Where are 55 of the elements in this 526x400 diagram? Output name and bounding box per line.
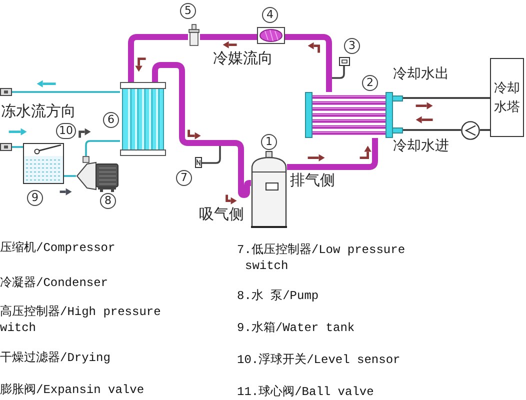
pipe bbox=[480, 129, 490, 131]
pipe bbox=[403, 97, 490, 99]
float-switch bbox=[34, 144, 62, 155]
pipe bbox=[64, 175, 76, 177]
pipe bbox=[128, 34, 188, 82]
pipe bbox=[152, 62, 252, 198]
pipe bbox=[200, 34, 257, 40]
water-tank bbox=[23, 143, 64, 184]
callout-number: 3 bbox=[344, 38, 360, 54]
expansion-valve bbox=[188, 24, 200, 46]
pipe bbox=[12, 146, 23, 148]
part-name: 冷凝器/Condenser bbox=[0, 275, 108, 291]
pressure-switch bbox=[195, 157, 202, 168]
pipe bbox=[285, 34, 332, 92]
callout-number: 5 bbox=[180, 3, 196, 19]
pipe bbox=[287, 138, 378, 170]
callout-number: 9 bbox=[27, 190, 43, 206]
flow-label: 排气侧 bbox=[290, 172, 335, 190]
tower-label: 冷却水塔 bbox=[494, 80, 520, 116]
flow-label: 冷却水进 bbox=[393, 138, 449, 154]
part-name: 膨胀阀/Expansin valve bbox=[0, 382, 144, 398]
callout-number: 2 bbox=[362, 75, 378, 91]
pipe bbox=[332, 66, 345, 79]
flow-label: 冷媒流向 bbox=[213, 50, 273, 68]
valve bbox=[0, 143, 12, 151]
condenser bbox=[305, 92, 403, 138]
pressure-switch bbox=[339, 57, 350, 66]
callout-number: 4 bbox=[262, 7, 278, 23]
pipe bbox=[202, 146, 221, 164]
callout-number: 6 bbox=[103, 112, 119, 128]
callout-number: 7 bbox=[176, 170, 192, 186]
evaporator bbox=[120, 82, 166, 156]
filter-drier bbox=[257, 27, 285, 44]
flow-label: 冻水流方向 bbox=[1, 103, 76, 120]
part-name: 高压控制器/High pressure witch bbox=[0, 304, 162, 336]
water-pump bbox=[76, 156, 121, 192]
callout-number: 8 bbox=[100, 193, 116, 209]
flow-label: 冷却水出 bbox=[393, 66, 449, 82]
part-name: 压缩机/Compressor bbox=[0, 240, 116, 256]
part-name: 11.球心阀/Ball valve bbox=[237, 384, 374, 400]
pipe bbox=[403, 129, 461, 131]
part-name: 7.低压控制器/Low pressure switch bbox=[237, 242, 406, 274]
flow-label: 吸气侧 bbox=[199, 206, 244, 224]
pump-symbol bbox=[461, 121, 480, 140]
part-name: 10.浮球开关/Level sensor bbox=[237, 352, 400, 368]
valve bbox=[0, 88, 12, 96]
callout-number: 1 bbox=[261, 134, 277, 150]
pipe bbox=[12, 91, 120, 93]
part-name: 8.水 泵/Pump bbox=[237, 288, 319, 304]
compressor bbox=[251, 151, 287, 228]
pipe bbox=[85, 140, 120, 156]
part-name: 9.水箱/Water tank bbox=[237, 320, 355, 336]
part-name: 干燥过滤器/Drying bbox=[0, 350, 110, 366]
callout-number: 10 bbox=[56, 123, 76, 139]
cooling-tower-box bbox=[490, 58, 524, 137]
